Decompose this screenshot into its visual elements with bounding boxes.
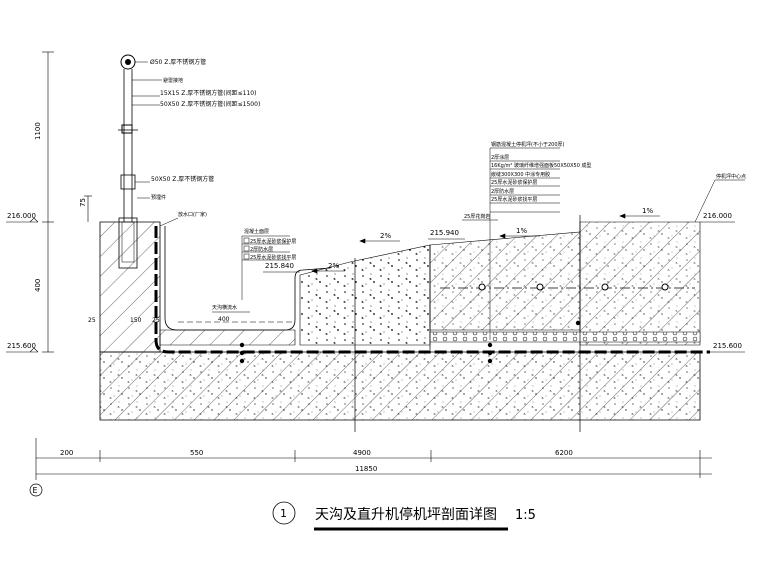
- gutter-layer-2: 2厚防水层: [250, 246, 273, 253]
- leader-lines: [132, 61, 745, 340]
- pipe-section: [661, 283, 669, 291]
- dim-6200: 6200: [555, 449, 573, 457]
- gravel-fill: [299, 244, 431, 346]
- elev-left-bottom: 215.600: [7, 342, 36, 350]
- gutter-drain-label: 天沟横流水: [212, 304, 237, 311]
- elev-markers: [6, 217, 745, 353]
- mid-note-1: 钢筋混凝土停机坪(不小于200厚): [491, 141, 564, 148]
- axis-bubble: [29, 483, 43, 497]
- mid-note-7: 25厚水泥砂浆找平层: [491, 196, 537, 203]
- gutter-layers-head: 混凝土面层: [244, 228, 269, 235]
- dim-gutter-400: 400: [218, 316, 230, 323]
- dim-25-left: 25: [88, 317, 96, 324]
- embed-plate: [118, 217, 138, 269]
- elev-right-bottom: 215.600: [713, 342, 742, 350]
- rebar-dots: [239, 320, 581, 364]
- slope-gutter: 2%: [328, 262, 339, 270]
- mid-note-2: 2厚涂层: [491, 154, 509, 161]
- stone-label: 25厚花岗岩: [464, 213, 490, 220]
- detail-bubble: [272, 501, 296, 525]
- dim-chain-bottom: [35, 438, 712, 480]
- callout-handrail: Ø50 Z.厚不锈钢方管: [150, 58, 206, 66]
- callout-post-base: 50X50 Z.厚不锈钢方管: [151, 175, 214, 183]
- gutter-layer-3: 25厚水泥砂浆找平层: [250, 254, 296, 261]
- drawing-scale: 1:5: [515, 508, 536, 523]
- dim-400: 400: [34, 279, 42, 292]
- elev-mid: 215.940: [430, 229, 459, 237]
- dim-4900: 4900: [353, 449, 371, 457]
- slope-left: 2%: [380, 232, 391, 240]
- pipe-section: [601, 283, 609, 291]
- dim-25-right: 25: [152, 317, 160, 324]
- concrete-base-dots: [100, 352, 700, 420]
- mid-note-6: 2厚防水层: [491, 188, 514, 195]
- dim-1100: 1100: [34, 122, 42, 140]
- mid-note-3: 16Kg/m² 玻璃纤维增强面板50X50X50 成型: [491, 162, 592, 169]
- helipad-slab-mid-dots: [430, 232, 580, 330]
- dim-total: 11850: [355, 465, 377, 473]
- callout-rail-1: 15X15 Z.厚不锈钢方管(间距≤110): [160, 89, 256, 97]
- parapet-wall: [99, 221, 161, 353]
- dim-150: 150: [130, 317, 142, 324]
- waterproof-membrane: [154, 226, 710, 354]
- gutter-layer-boxes: [243, 237, 250, 260]
- right-note: 停机坪中心点: [716, 173, 746, 180]
- dim-vertical-left: [42, 51, 92, 353]
- slope-right: 1%: [642, 207, 653, 215]
- pipe-section: [536, 283, 544, 291]
- mid-note-4: 嵌缝300X300 中涂专用胶: [491, 171, 550, 178]
- gutter-body: [159, 329, 296, 346]
- dim-200: 200: [60, 449, 73, 457]
- pipe-section: [478, 283, 486, 291]
- axis-label: E: [33, 486, 38, 495]
- slope-arrows: [311, 213, 660, 274]
- elev-left-top: 216.000: [7, 212, 36, 220]
- post-box: [120, 174, 136, 190]
- slope-mid: 1%: [516, 227, 527, 235]
- elev-gutter: 215.840: [265, 262, 294, 270]
- callout-rail-2: 50X50 Z.厚不锈钢方管(间距≤1500): [160, 100, 260, 108]
- grout-strip: [429, 331, 701, 343]
- drawing-title: 天沟及直升机停机坪剖面详图: [315, 506, 497, 523]
- helipad-slab-right-dots: [580, 222, 700, 345]
- dim-75: 75: [79, 198, 87, 207]
- dim-550: 550: [190, 449, 203, 457]
- mid-note-5: 25厚水泥砂浆保护层: [491, 179, 537, 186]
- detail-number: 1: [280, 507, 287, 520]
- elev-right-top: 216.000: [703, 212, 732, 220]
- callout-anchor: 预埋件: [151, 194, 166, 201]
- callout-lightning: 避雷接地: [163, 77, 183, 84]
- railing-post: [118, 54, 138, 269]
- callout-rebar: 放水口(厂家): [178, 211, 207, 218]
- gutter-layer-1: 25厚水泥砂浆保护层: [250, 238, 296, 245]
